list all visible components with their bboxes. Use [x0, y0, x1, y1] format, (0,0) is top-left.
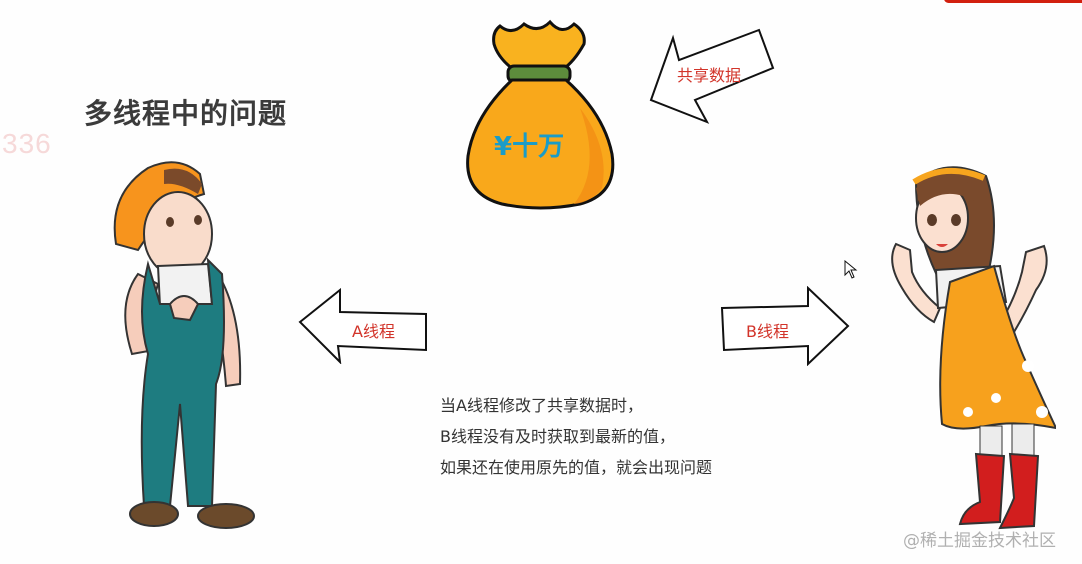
arrow-down-left-icon [649, 28, 775, 124]
description-line-2: B线程没有及时获取到最新的值， [440, 427, 675, 446]
thread-b-arrow: B线程 [720, 285, 852, 367]
money-bag-label: ¥十万 [494, 132, 565, 162]
boy-character-icon [113, 161, 255, 529]
money-bag-icon [466, 19, 615, 210]
description-line-1: 当A线程修改了共享数据时， [440, 396, 643, 415]
shared-data-label: 共享数据 [677, 66, 742, 85]
description-line-3: 如果还在使用原先的值，就会出现问题 [440, 458, 713, 477]
thread-a-character [108, 154, 260, 532]
thread-b-label: B线程 [746, 322, 789, 341]
money-bag-illustration: ¥十万 [462, 18, 618, 214]
slide-title: 多线程中的问题 [84, 97, 288, 130]
girl-character-icon [891, 166, 1058, 530]
description-text: 当A线程修改了共享数据时， B线程没有及时获取到最新的值， 如果还在使用原先的值… [440, 390, 712, 483]
thread-b-character [876, 162, 1058, 530]
thread-a-label: A线程 [352, 322, 395, 341]
top-accent-bar [944, 0, 1082, 3]
page-number: 336 [2, 128, 52, 159]
shared-data-arrow: 共享数据 [645, 26, 785, 126]
mouse-cursor-icon [844, 259, 858, 284]
arrow-left-icon [298, 287, 427, 365]
thread-a-arrow: A线程 [298, 287, 430, 365]
arrow-right-icon [720, 285, 850, 367]
watermark: @稀土掘金技术社区 [903, 531, 1056, 551]
